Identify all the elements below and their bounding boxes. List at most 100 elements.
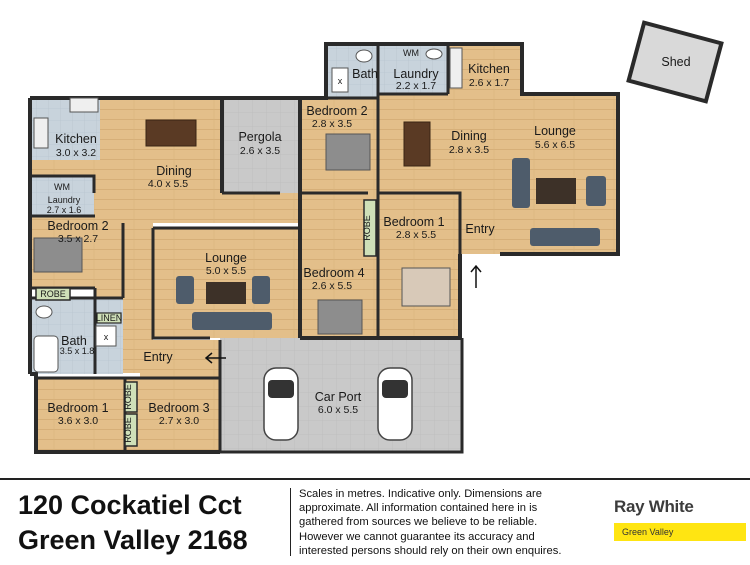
dining-left-dim: 4.0 x 5.5: [148, 178, 188, 190]
bedroom3-name: Bedroom 3: [148, 401, 209, 415]
lounge-left-armchair-2: [252, 276, 270, 304]
kitchen-left-dim: 3.0 x 3.2: [56, 147, 96, 159]
laundry-right-dim: 2.2 x 1.7: [396, 80, 436, 92]
address-line-2: Green Valley 2168: [18, 525, 248, 555]
room-labels: Kitchen 3.0 x 3.2 Dining 4.0 x 5.5 Pergo…: [40, 48, 690, 443]
kitchen-right-dim: 2.6 x 1.7: [469, 77, 509, 89]
robe-bedroom4: [363, 199, 377, 257]
robe-bedroom4-label: ROBE: [362, 215, 372, 241]
entry-right-label: Entry: [465, 222, 495, 236]
carport-floor: [220, 338, 462, 453]
dining-right-dim: 2.8 x 3.5: [449, 144, 489, 156]
carport-dim: 6.0 x 5.5: [318, 404, 358, 416]
bedroom2-right-bed: [325, 133, 371, 171]
bath-left-basin: [35, 305, 53, 319]
property-address: 120 Cockatiel Cct Green Valley 2168: [18, 488, 278, 558]
bath-right-basin: [355, 49, 373, 63]
kitchen-left-name: Kitchen: [55, 132, 97, 146]
walls: [28, 42, 620, 454]
bedroom1-left-dim: 3.6 x 3.0: [58, 415, 98, 427]
lounge-left-walls: [151, 226, 300, 340]
laundry-left-dim: 2.7 x 1.6: [47, 205, 82, 215]
bedroom2-left-name: Bedroom 2: [47, 219, 108, 233]
robes: [35, 199, 377, 447]
robe-bedroom3: [124, 413, 138, 447]
robe-bedroom1-left: [124, 381, 138, 413]
laundry-right-wm: WM: [403, 48, 419, 58]
right-outer-wall: [300, 42, 620, 340]
laundry-right-tub: [425, 48, 443, 60]
bath-right-toilet: [331, 67, 349, 93]
bath-right-name: Bath: [352, 67, 378, 81]
car-1-windscreen: [268, 380, 294, 398]
lounge-right-sofa-1: [512, 158, 530, 208]
laundry-left-tile: [30, 176, 94, 216]
bath-left-toilet-label: x: [104, 332, 109, 342]
bath-right-toilet-label: x: [338, 76, 343, 86]
entry-right-floor: [460, 193, 500, 253]
footer: 120 Cockatiel Cct Green Valley 2168 Scal…: [0, 478, 750, 565]
right-inner-walls: [300, 44, 462, 254]
dining-left-table: [145, 119, 197, 147]
pergola-name: Pergola: [238, 130, 281, 144]
pergola-floor: [222, 98, 300, 193]
laundry-walls: [30, 174, 280, 218]
pergola-walls: [220, 98, 302, 338]
car-2: [377, 367, 413, 441]
office-bar: Green Valley: [614, 523, 746, 541]
footer-divider: [290, 488, 291, 556]
lounge-right-dim: 5.6 x 6.5: [535, 139, 575, 151]
bedroom1-right-floor: [378, 193, 460, 338]
floor-plan: Kitchen 3.0 x 3.2 Dining 4.0 x 5.5 Pergo…: [28, 20, 724, 454]
bedroom1-right-name: Bedroom 1: [383, 215, 444, 229]
robe-bedroom1-left-label: ROBE: [123, 384, 133, 410]
carport-name: Car Port: [315, 390, 362, 404]
kitchen-left-bench: [33, 117, 49, 149]
left-outer-wall: [28, 96, 300, 454]
bedroom2-right-name: Bedroom 2: [306, 104, 367, 118]
agency-logo: Ray White Green Valley: [614, 497, 746, 547]
disclaimer: Scales in metres. Indicative only. Dimen…: [299, 488, 562, 557]
dining-left-name: Dining: [156, 164, 191, 178]
bath-left-dim: 3.5 x 1.8: [60, 346, 95, 356]
entry-right-arrow-icon: [470, 264, 482, 288]
laundry-right-name: Laundry: [393, 67, 439, 81]
dining-right-table: [403, 121, 431, 167]
lounge-right-armchair: [586, 176, 606, 206]
bath-left-name: Bath: [61, 334, 87, 348]
linen-label: LINEN: [96, 313, 123, 323]
lounge-left-armchair-1: [176, 276, 194, 304]
brand-name: Ray White: [614, 497, 694, 516]
entry-arrows: [204, 264, 482, 364]
bedroom4-name: Bedroom 4: [303, 266, 364, 280]
lounge-left-dim: 5.0 x 5.5: [206, 265, 246, 277]
dining-right-name: Dining: [451, 129, 486, 143]
bath-left-tub: [33, 335, 59, 373]
lounge-right-name: Lounge: [534, 124, 576, 138]
kitchen-right-bench: [449, 47, 463, 89]
robe-bedroom2-left: [35, 287, 71, 301]
shed-floor: [626, 20, 724, 104]
robe-bedroom2-left-label: ROBE: [40, 289, 66, 299]
bedroom3-dim: 2.7 x 3.0: [159, 415, 199, 427]
bedroom4-dim: 2.6 x 5.5: [312, 280, 352, 292]
bedroom1-left-name: Bedroom 1: [47, 401, 108, 415]
bedroom2-left-dim: 3.5 x 2.7: [58, 233, 98, 245]
car-1: [263, 367, 299, 441]
lounge-right-sofa-2: [530, 228, 600, 246]
bedroom4-bed: [317, 299, 363, 335]
entry-left-label: Entry: [143, 350, 173, 364]
car-2-windscreen: [382, 380, 408, 398]
bath-left-toilet: [95, 325, 117, 347]
pergola-dim: 2.6 x 3.5: [240, 145, 280, 157]
office-name: Green Valley: [622, 527, 674, 537]
lounge-left-coffee-table: [206, 282, 246, 304]
lounge-left-sofa: [192, 312, 272, 330]
bedroom1-right-dim: 2.8 x 5.5: [396, 229, 436, 241]
bedroom2-right-dim: 2.8 x 3.5: [312, 118, 352, 130]
furniture: [33, 119, 606, 441]
lounge-right-coffee-table: [536, 178, 576, 204]
address-line-1: 120 Cockatiel Cct: [18, 490, 242, 520]
laundry-left-wm: WM: [54, 182, 70, 192]
kitchen-left-sink: [69, 97, 99, 113]
